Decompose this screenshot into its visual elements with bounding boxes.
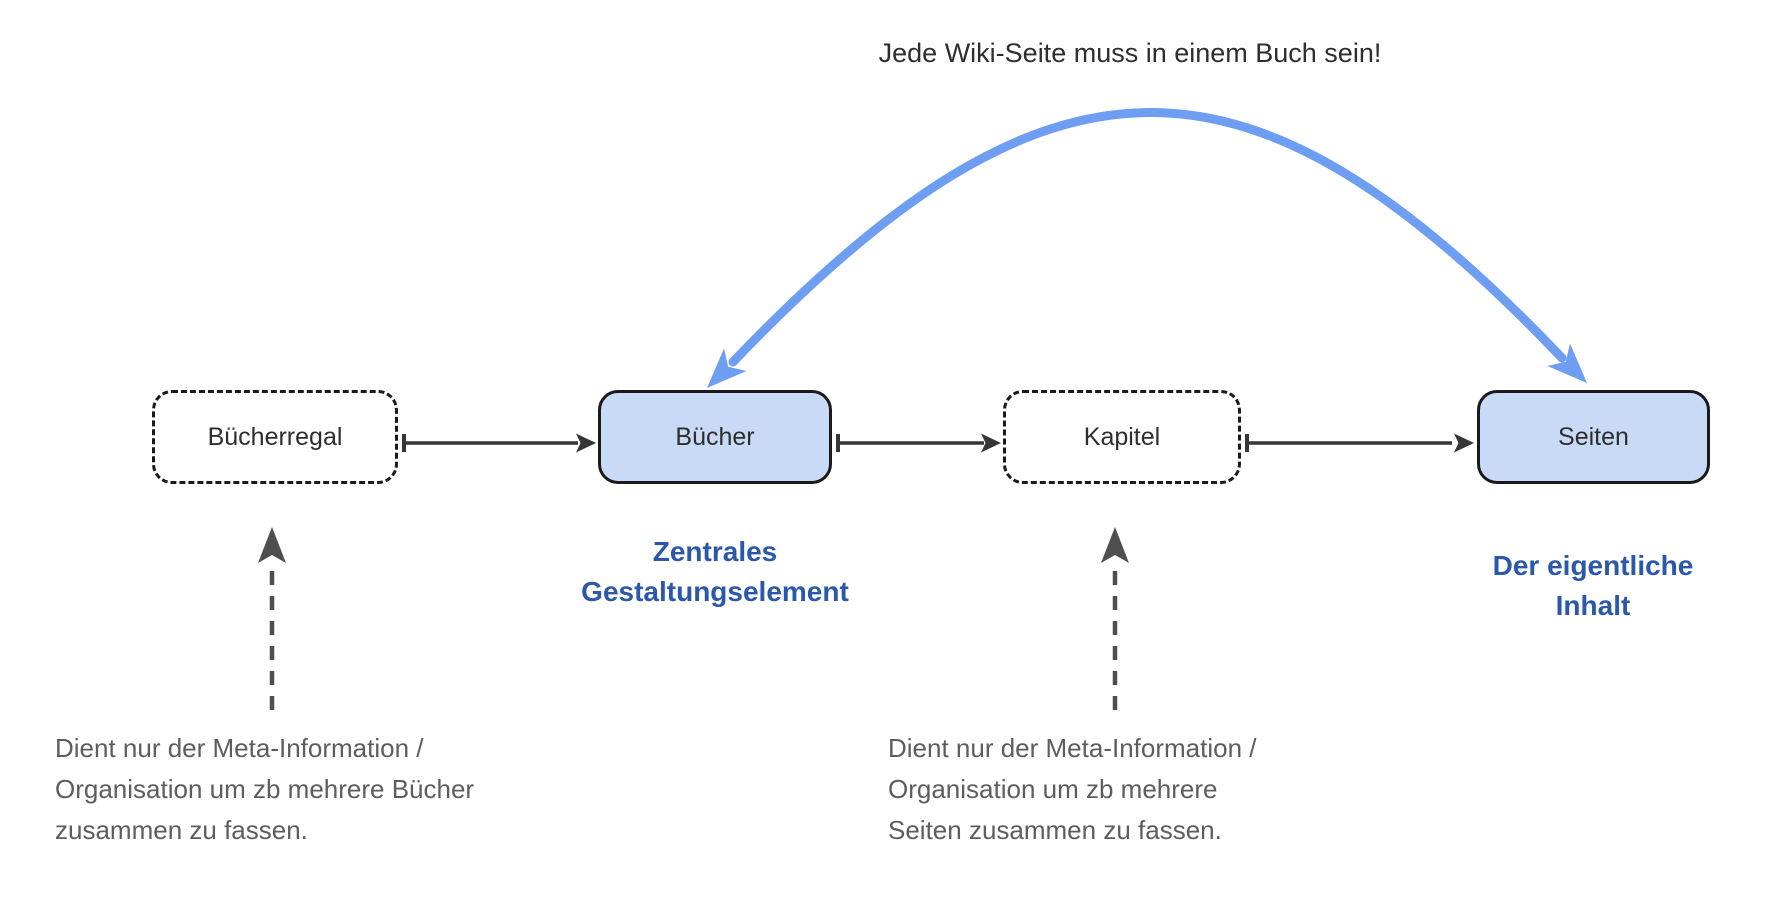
annotation-kapitel-line3: Seiten zusammen zu fassen. <box>888 815 1222 845</box>
caption-seiten-line1: Der eigentliche <box>1492 550 1694 581</box>
caption-buecher-line1: Zentrales <box>652 536 778 567</box>
edge-arrowhead-icon <box>1454 433 1474 453</box>
annotation-buecherregal-line2: Organisation um zb mehrere Bücher <box>55 774 475 804</box>
annotation-kapitel-line2: Organisation um zb mehrere <box>888 774 1218 804</box>
dashed-arrowhead-up-icon <box>1101 527 1129 563</box>
node-seiten-label: Seiten <box>1558 422 1629 451</box>
caption-seiten: Der eigentliche Inhalt <box>1393 546 1779 626</box>
node-kapitel-label: Kapitel <box>1083 422 1161 451</box>
arc-arrowhead-right-icon <box>1547 343 1587 383</box>
edge-arrowhead-icon <box>981 433 1001 453</box>
annotation-buecherregal: Dient nur der Meta-Information / Organis… <box>55 728 474 851</box>
annotation-kapitel: Dient nur der Meta-Information / Organis… <box>888 728 1257 851</box>
edge-arrowhead-icon <box>576 433 596 453</box>
dashed-arrowhead-up-icon <box>258 527 286 563</box>
caption-buecher-line2: Gestaltungselement <box>581 576 849 607</box>
arc-buecher-seiten <box>728 108 1567 367</box>
node-seiten: Seiten <box>1477 390 1710 484</box>
node-buecherregal-label: Bücherregal <box>207 422 343 451</box>
node-kapitel: Kapitel <box>1003 390 1241 484</box>
arc-arrowhead-left-icon <box>707 348 747 388</box>
caption-seiten-line2: Inhalt <box>1555 590 1631 621</box>
node-buecher-label: Bücher <box>675 422 755 451</box>
annotation-buecherregal-line1: Dient nur der Meta-Information / <box>55 733 424 763</box>
caption-buecher: Zentrales Gestaltungselement <box>515 532 915 612</box>
node-buecherregal: Bücherregal <box>152 390 398 484</box>
arc-note-label: Jede Wiki-Seite muss in einem Buch sein! <box>878 38 1382 68</box>
annotation-kapitel-line1: Dient nur der Meta-Information / <box>888 733 1257 763</box>
node-buecher: Bücher <box>598 390 832 484</box>
annotation-buecherregal-line3: zusammen zu fassen. <box>55 815 308 845</box>
